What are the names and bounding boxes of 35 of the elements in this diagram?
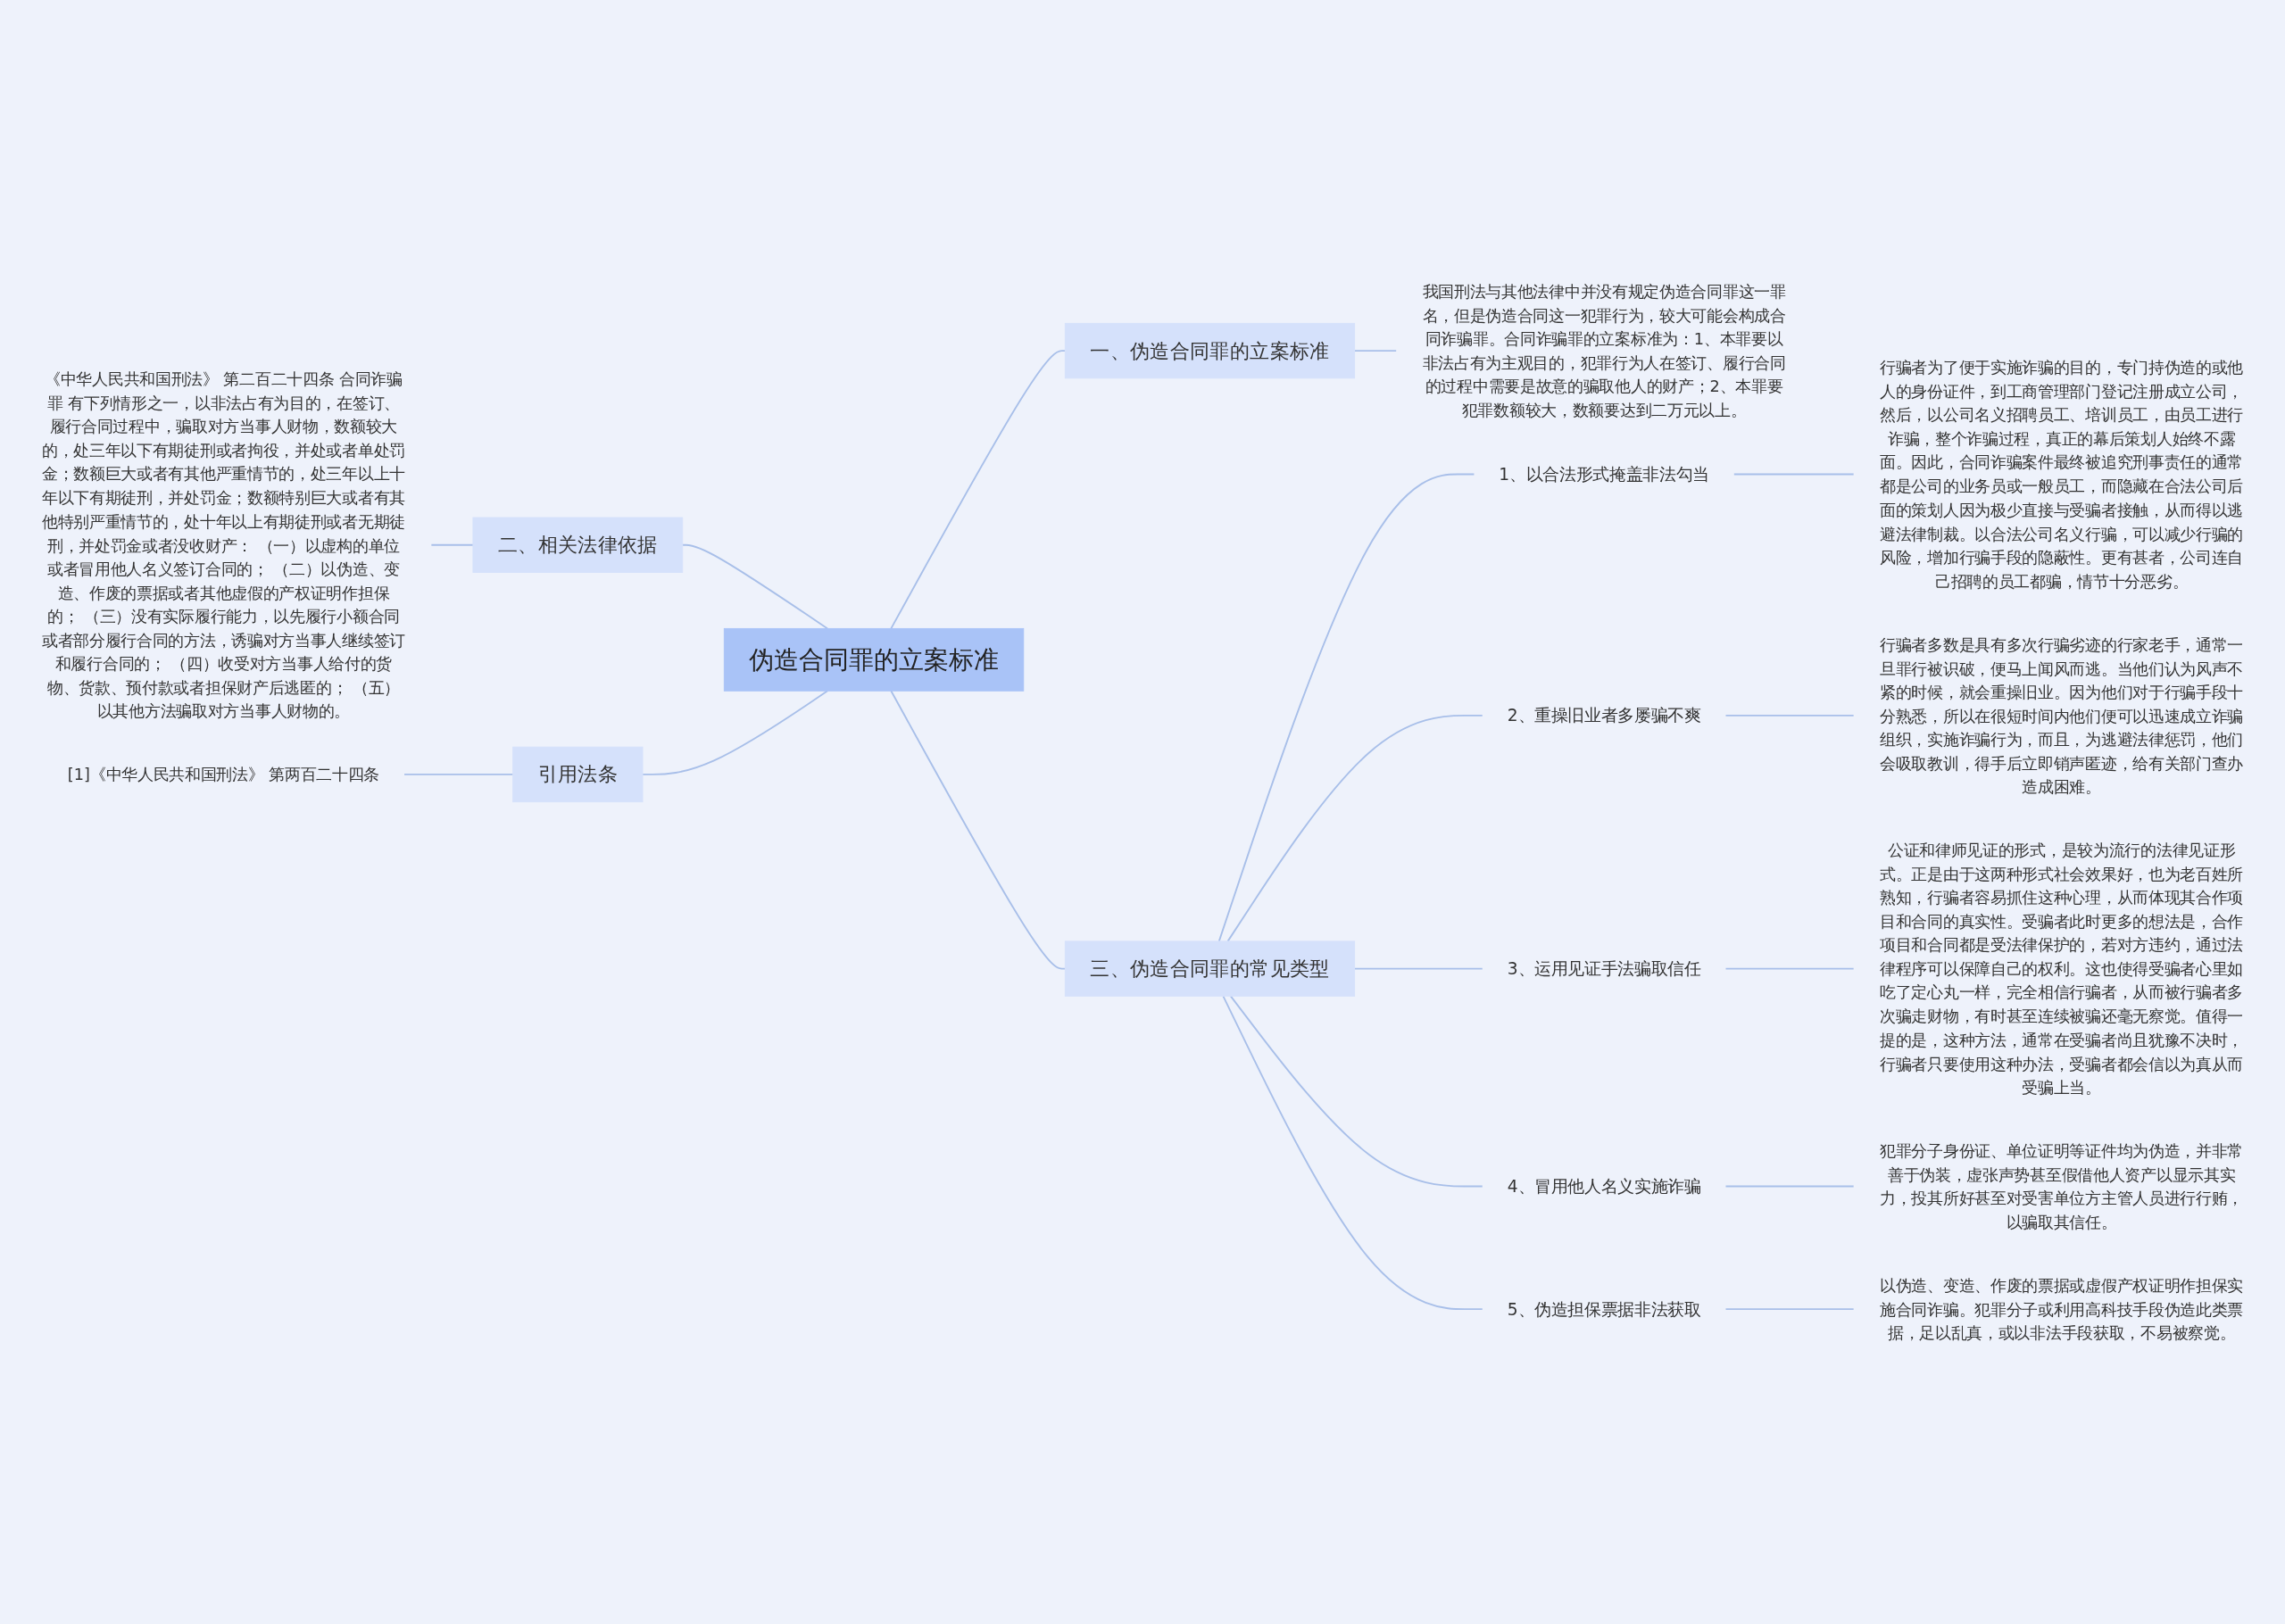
node-text: 3、运用见证手法骗取信任 [1507, 958, 1701, 979]
connector [403, 773, 514, 775]
node-box: 一、伪造合同罪的立案标准 [1064, 322, 1356, 379]
connector [890, 349, 1067, 630]
node-text: [1]《中华人民共和国刑法》 第两百二十四条 [67, 765, 380, 783]
node-text: 1、以合法形式掩盖非法勾当 [1499, 464, 1709, 485]
connector [1217, 473, 1475, 942]
node-box: 二、相关法律依据 [472, 517, 684, 573]
connector [1229, 995, 1483, 1188]
connector [1724, 1185, 1855, 1188]
connector [890, 690, 1067, 970]
node-text: 《中华人民共和国刑法》 第二百二十四条 合同诈骗罪 有下列情形之一，以非法占有为目的，在签订、履行合同过程中，骗取对方当事人财物，数额较大的，处三年以下有期徒刑或者拘役，并处或者单处罚金；数额巨大或者有其他严重情节的，处三年以上十年以下有期徒刑，并处罚金；数额特别巨大或者有其他特别严重情节的，处十年以上有期徒刑或者无期徒刑，并处罚金或者没收财产： （一）以虚构的单位或者冒用他人名义签订合同的； （二）以伪造、变造、作废的票据或者其他虚假的产权证明作担保的； （三）没有实际履行能力，以先履行小额合同或者部分履行合同的方法，诱骗对方当事人继续签订和履行合同的； （四）收受对方当事人给付的货物、货款、预付款或者担保财产后逃匿的； （五）以其他方法骗取对方当事人财物的。 [41, 369, 405, 720]
connector [681, 543, 829, 630]
node-text: 行骗者多数是具有多次行骗劣迹的行家老手，通常一旦罪行被识破，便马上闻风而逃。当他们认为风声不紧的时候，就会重操旧业。因为他们对于行骗手段十分熟悉，所以在很短时间内他们便可以迅速成立诈骗组织，实施诈骗行为，而且，为逃避法律惩罚，他们会吸取教训，得手后立即销声匿迹，给有关部门查办造成困难。 [1879, 634, 2244, 796]
connector [1226, 714, 1483, 942]
connector [1732, 473, 1855, 476]
connector [1724, 714, 1855, 717]
node-text: 行骗者为了便于实施诈骗的目的，专门持伪造的或他人的身份证件，到工商管理部门登记注册成立公司，然后，以公司名义招聘员工、培训员工，由员工进行诈骗，整个诈骗过程，真正的幕后策划人始终不露面。因此，合同诈骗案件最终被追究刑事责任的通常都是公司的业务员或一般员工，而隐藏在合法公司后面的策划人因为极少直接与受骗者接触，从而得以逃避法律制裁。以合法公司名义行骗，可以减少行骗的风险，增加行骗手段的隐蔽性。更有甚者，公司连自己招聘的员工都骗，情节十分恶劣。 [1879, 358, 2244, 590]
node-box: 伪造合同罪的立案标准 [723, 627, 1025, 692]
connector [1724, 1308, 1855, 1310]
connector [1353, 967, 1483, 970]
node-box: 三、伪造合同罪的常见类型 [1064, 940, 1356, 997]
node-text: 5、伪造担保票据非法获取 [1507, 1298, 1701, 1320]
node-text: 2、重操旧业者多屡骗不爽 [1507, 705, 1701, 725]
connector [1353, 349, 1398, 352]
connector [1724, 967, 1855, 970]
connector [642, 690, 829, 775]
node-box: 引用法条 [512, 746, 644, 802]
node-text: 以伪造、变造、作废的票据或虚假产权证明作担保实施合同诈骗。犯罪分子或利用高科技手段伪造此类票据，足以乱真，或以非法手段获取，不易被察觉。 [1879, 1275, 2244, 1342]
connector [1222, 995, 1483, 1310]
connector [430, 543, 474, 546]
node-text: 4、冒用他人名义实施诈骗 [1507, 1176, 1701, 1197]
node-text: 犯罪分子身份证、单位证明等证件均为伪造，并非常善于伪装，虚张声势甚至假借他人资产以显示其实力，投其所好甚至对受害单位方主管人员进行行贿，以骗取其信任。 [1879, 1140, 2244, 1231]
node-text: 公证和律师见证的形式，是较为流行的法律见证形式。正是由于这两种形式社会效果好，也为老百姓所熟知，行骗者容易抓住这种心理，从而体现其合作项目和合同的真实性。受骗者此时更多的想法是，合作项目和合同都是受法律保护的，若对方违约，通过法律程序可以保障自己的权利。这也使得受骗者心里如吃了定心丸一样，完全相信行骗者，从而被行骗者多次骗走财物，有时甚至连续被骗还毫无察觉。值得一提的是，这种方法，通常在受骗者尚且犹豫不决时，行骗者只要使用这种办法，受骗者都会信以为真从而受骗上当。 [1879, 841, 2244, 1097]
node-text: 我国刑法与其他法律中并没有规定伪造合同罪这一罪名，但是伪造合同这一犯罪行为，较大可能会构成合同诈骗罪。合同诈骗罪的立案标准为：1、本罪要以非法占有为主观目的，犯罪行为人在签订、履行合同的过程中需要是故意的骗取他人的财产；2、本罪要犯罪数额较大，数额要达到二万元以上。 [1422, 282, 1786, 419]
